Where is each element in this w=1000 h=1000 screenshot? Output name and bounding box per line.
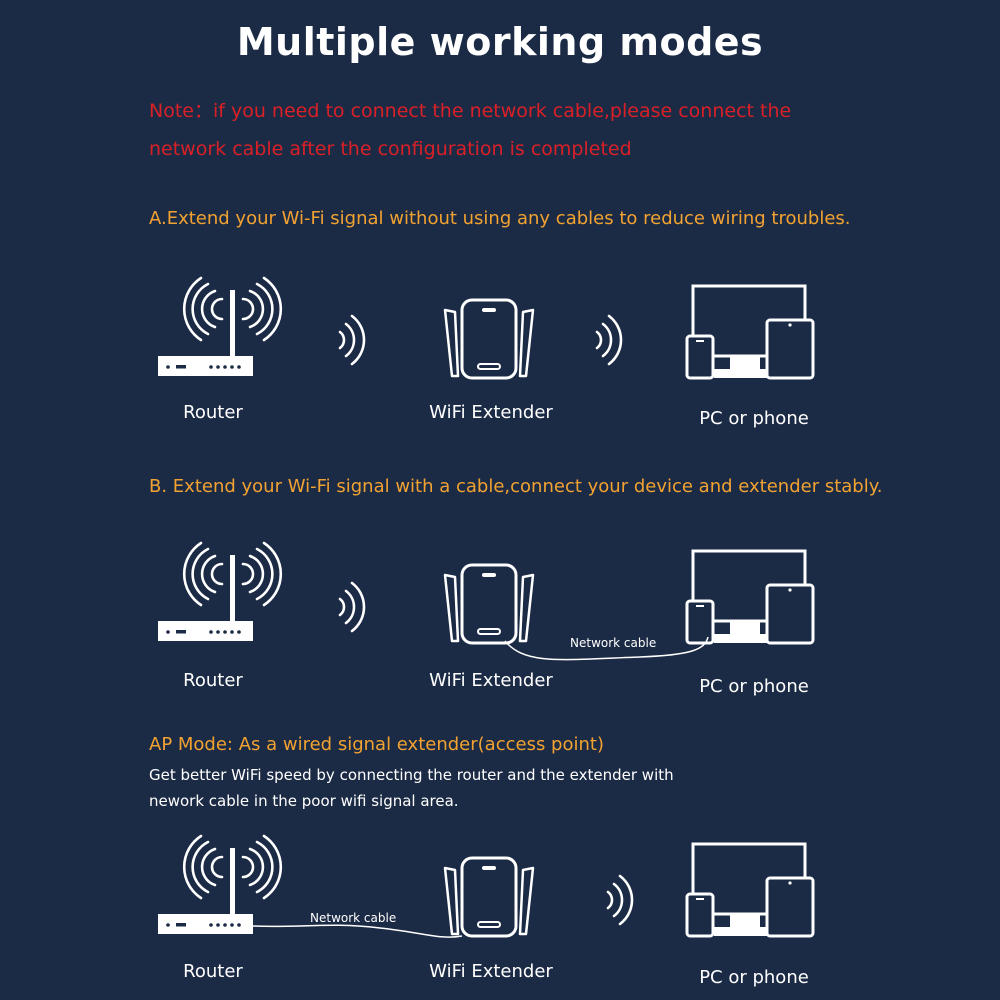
wifi-extender-icon: [443, 563, 535, 645]
section-b-heading: B. Extend your Wi-Fi signal with a cable…: [149, 476, 883, 497]
section-ap-desc-line-2: nework cable in the poor wifi signal are…: [149, 792, 459, 810]
wifi-waves-icon: [606, 874, 634, 926]
section-a-heading: A.Extend your Wi-Fi signal without using…: [149, 208, 851, 229]
wifi-extender-icon: [443, 856, 535, 938]
device-label: PC or phone: [699, 967, 809, 988]
note-line-1: Note：if you need to connect the network …: [149, 100, 792, 122]
extender-label: WiFi Extender: [429, 670, 553, 691]
network-cable: [252, 924, 463, 938]
section-a-graphics: [156, 276, 815, 380]
section-ap-heading: AP Mode: As a wired signal extender(acce…: [149, 734, 604, 755]
wifi-extender-icon: [443, 298, 535, 380]
router-icon: [156, 541, 283, 643]
network-cable: [504, 636, 709, 661]
router-label: Router: [183, 670, 243, 691]
pc-phone-tablet-icon: [685, 842, 815, 938]
page-title: Multiple working modes: [236, 20, 764, 64]
wifi-waves-icon: [338, 314, 366, 366]
section-b-graphics: [156, 541, 815, 661]
router-icon: [156, 834, 283, 936]
note-line-2: network cable after the configuration is…: [149, 138, 632, 160]
extender-label: WiFi Extender: [429, 961, 553, 982]
router-icon: [156, 276, 283, 378]
device-label: PC or phone: [699, 676, 809, 697]
section-ap-graphics: [156, 834, 815, 938]
wifi-waves-icon: [338, 581, 366, 633]
pc-phone-tablet-icon: [685, 549, 815, 645]
router-label: Router: [183, 402, 243, 423]
wifi-waves-icon: [595, 314, 623, 366]
network-cable-label: Network cable: [570, 636, 657, 650]
section-ap-desc-line-1: Get better WiFi speed by connecting the …: [149, 766, 674, 784]
extender-label: WiFi Extender: [429, 402, 553, 423]
router-label: Router: [183, 961, 243, 982]
network-cable-label: Network cable: [310, 911, 397, 925]
device-label: PC or phone: [699, 408, 809, 429]
pc-phone-tablet-icon: [685, 284, 815, 380]
